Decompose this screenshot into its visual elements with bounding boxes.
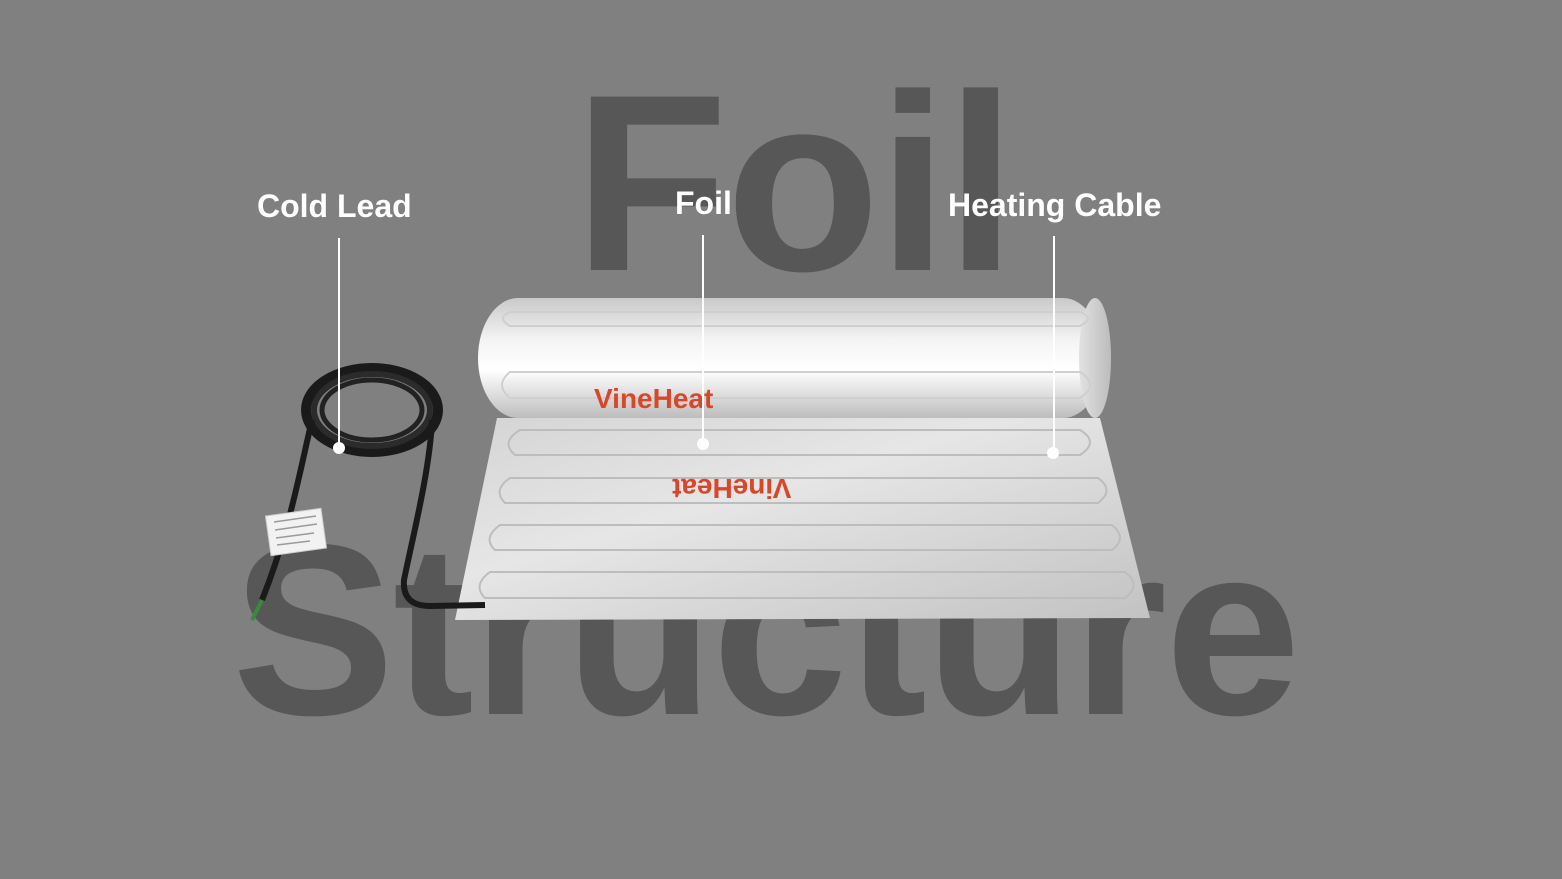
background-word-foil: Foil [574,43,1016,324]
cold-lead-marker [333,442,345,454]
heating-cable-label: Heating Cable [948,187,1162,223]
brand-logo-roll: VineHeat [594,383,714,414]
unrolled-foil-sheet [455,418,1150,620]
foil-leader-line [702,235,704,443]
heating-cable-loops [478,429,1135,599]
heating-cable-leader-line [1053,236,1055,452]
foil-roll [478,298,1111,418]
cold-lead-label: Cold Lead [257,188,412,224]
foil-label: Foil [675,185,732,221]
brand-logo-sheet: VineHeat [672,473,792,504]
heating-cable-marker [1047,447,1059,459]
cold-lead-coil [250,363,486,621]
cold-lead-leader-line [338,238,340,446]
foil-marker [697,438,709,450]
